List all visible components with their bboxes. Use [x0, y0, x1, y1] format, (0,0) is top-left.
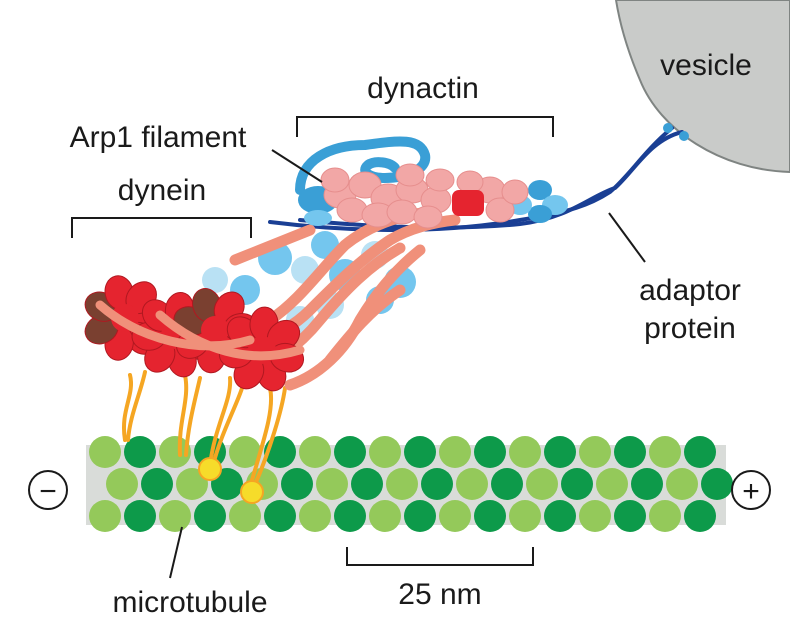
alpha-tubulin — [369, 500, 401, 532]
beta-tubulin — [561, 468, 593, 500]
beta-tubulin — [351, 468, 383, 500]
dynein-bracket — [71, 217, 252, 238]
alpha-tubulin — [579, 436, 611, 468]
alpha-tubulin — [89, 500, 121, 532]
beta-tubulin — [631, 468, 663, 500]
adaptor-label-line1: adaptor — [639, 274, 741, 307]
alpha-tubulin — [386, 468, 418, 500]
arp1-subunit — [413, 205, 443, 229]
beta-tubulin — [124, 436, 156, 468]
beta-tubulin — [491, 468, 523, 500]
alpha-tubulin — [596, 468, 628, 500]
alpha-tubulin — [579, 500, 611, 532]
alpha-tubulin — [299, 500, 331, 532]
alpha-tubulin — [439, 436, 471, 468]
alpha-tubulin — [159, 500, 191, 532]
beta-tubulin — [474, 436, 506, 468]
beta-tubulin — [404, 500, 436, 532]
alpha-tubulin — [649, 436, 681, 468]
minus-end-marker: − — [28, 470, 68, 510]
adaptor-leader-line — [608, 212, 646, 263]
dynein-motor-heads — [84, 275, 305, 392]
arp1-subunit — [395, 163, 425, 187]
alpha-tubulin — [509, 500, 541, 532]
beta-tubulin — [421, 468, 453, 500]
beta-tubulin — [124, 500, 156, 532]
minus-sign: − — [39, 475, 57, 508]
annotation-lines — [71, 116, 646, 579]
microtubule-leader-line — [169, 526, 183, 579]
alpha-tubulin — [229, 500, 261, 532]
arp1-subunit — [386, 199, 418, 225]
alpha-tubulin — [509, 436, 541, 468]
motor-core — [201, 316, 229, 344]
dynein-label: dynein — [118, 174, 206, 207]
beta-tubulin — [334, 500, 366, 532]
beta-tubulin — [544, 500, 576, 532]
alpha-tubulin — [316, 468, 348, 500]
alpha-tubulin — [176, 468, 208, 500]
alpha-tubulin — [89, 436, 121, 468]
arp1-filament — [320, 163, 529, 229]
alpha-tubulin — [106, 468, 138, 500]
arp1-subunit — [320, 167, 350, 193]
arp1-filament-label: Arp1 filament — [70, 121, 247, 154]
beta-tubulin — [614, 436, 646, 468]
arp1-leader-line — [271, 149, 323, 183]
dynactin-bracket — [296, 116, 554, 137]
beta-tubulin — [334, 436, 366, 468]
vesicle: vesicle — [614, 0, 790, 174]
adaptor-label-line2: protein — [644, 312, 736, 345]
dynactin-red-subunit — [452, 190, 484, 216]
beta-tubulin — [684, 500, 716, 532]
beta-tubulin — [141, 468, 173, 500]
beta-tubulin — [614, 500, 646, 532]
arp1-subunit — [485, 197, 515, 223]
microtubule-binding-domains — [198, 457, 264, 504]
beta-tubulin — [474, 500, 506, 532]
beta-tubulin — [264, 500, 296, 532]
alpha-tubulin — [299, 436, 331, 468]
alpha-tubulin — [439, 500, 471, 532]
arp1-subunit — [456, 170, 484, 194]
plus-end-marker: + — [731, 470, 771, 510]
dynactin-label: dynactin — [367, 72, 479, 105]
arp1-subunit — [501, 179, 529, 205]
scale-bar — [346, 547, 534, 566]
alpha-tubulin — [456, 468, 488, 500]
alpha-tubulin — [369, 436, 401, 468]
beta-tubulin — [544, 436, 576, 468]
alpha-tubulin — [526, 468, 558, 500]
beta-tubulin — [281, 468, 313, 500]
scale-label: 25 nm — [398, 578, 481, 611]
microtubule — [86, 436, 733, 532]
beta-tubulin — [684, 436, 716, 468]
dynactin-complex — [295, 136, 568, 229]
linker-domain — [155, 310, 305, 361]
linker-domain — [95, 300, 255, 351]
plus-sign: + — [742, 475, 760, 508]
beta-tubulin — [194, 500, 226, 532]
alpha-tubulin — [649, 500, 681, 532]
alpha-tubulin — [229, 436, 261, 468]
arp1-subunit — [425, 168, 455, 192]
alpha-tubulin — [159, 436, 191, 468]
beta-tubulin — [404, 436, 436, 468]
microtubule-label: microtubule — [112, 586, 267, 619]
beta-tubulin — [701, 468, 733, 500]
vesicle-label: vesicle — [660, 49, 752, 82]
alpha-tubulin — [666, 468, 698, 500]
